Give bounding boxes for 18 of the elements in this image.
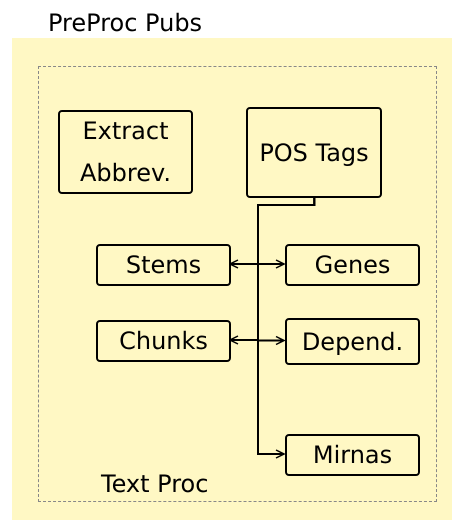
box-label: Mirnas	[312, 440, 394, 471]
connector-arrow	[257, 197, 316, 459]
box-label: Extract Abbrev.	[79, 116, 172, 189]
box-label: Genes	[314, 250, 392, 281]
group-title: PreProc Pubs	[48, 8, 202, 38]
process-box	[285, 318, 420, 365]
dashed-group	[38, 66, 437, 502]
process-box	[285, 434, 420, 476]
group-label: Text Proc	[101, 469, 208, 499]
process-box	[285, 244, 420, 286]
process-box	[96, 320, 231, 362]
box-label: POS Tags	[258, 138, 370, 168]
box-label: Chunks	[118, 326, 209, 357]
box-label: Depend.	[300, 326, 404, 358]
process-box	[96, 244, 231, 286]
box-label: Stems	[124, 250, 202, 281]
process-box	[58, 110, 193, 194]
process-box	[246, 107, 382, 198]
